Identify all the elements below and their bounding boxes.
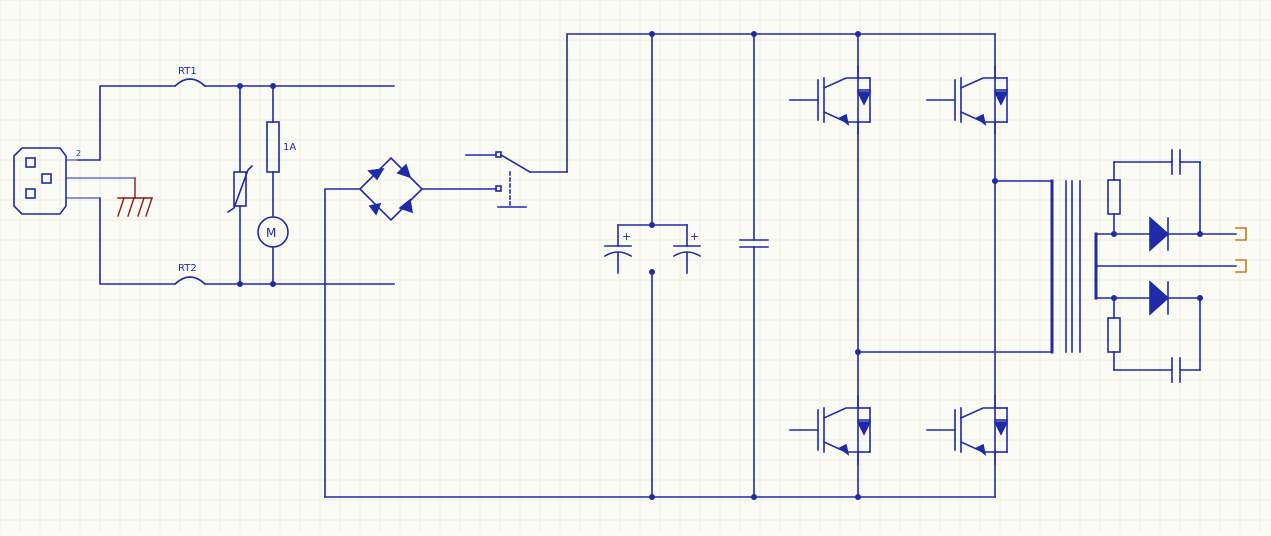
motor-fan [257,216,289,285]
junction-dot [751,494,757,500]
junction-dot [1111,295,1117,301]
wire-line-top [77,85,176,161]
bridge-rectifier [358,156,424,222]
connector-pin-label: 2 [76,149,81,158]
junction-dot [855,494,861,500]
wire-rectifier-in [324,188,361,498]
junction-dot [237,83,243,89]
snubber-top [1107,149,1201,235]
junction-dot [1111,231,1117,237]
fuse-rt2-label: RT2 [178,263,197,274]
ground-symbol [117,177,153,217]
igbt-q4 [926,395,1009,465]
ac-inlet-connector [13,147,136,215]
film-capacitor [739,33,769,498]
junction-dot [649,222,655,228]
wire-line-bottom [99,197,176,285]
junction-dot [751,31,757,37]
junction-dot [270,281,276,287]
junction-dot [649,494,655,500]
cap-plus-left: + [622,230,631,243]
motor-label: M [266,226,276,240]
fuse-1a-label: 1A [283,142,296,153]
varistor [226,85,254,285]
junction-dot [1197,231,1203,237]
fuse-rt1 [173,78,207,88]
wire-dc-bus-top [566,33,996,173]
junction-dot [649,269,655,275]
junction-dot [855,31,861,37]
igbt-q1 [789,65,872,135]
fuse-rt1-label: RT1 [178,66,197,77]
fuse-1a [266,85,280,217]
snubber-bottom [1107,297,1201,383]
transformer [1050,179,1098,354]
cap-plus-right: + [690,230,699,243]
bulk-capacitor-left [603,33,688,274]
junction-dot [237,281,243,287]
power-switch [465,151,568,208]
igbt-q2 [926,65,1009,135]
output-terminal-positive [1235,227,1247,241]
junction-dot [1197,295,1203,301]
junction-dot [855,349,861,355]
junction-dot [270,83,276,89]
junction-dot [992,178,998,184]
output-terminal-negative [1235,259,1247,273]
igbt-q3 [789,395,872,465]
bulk-capacitor-right [672,224,702,274]
output-diode-bottom [1113,280,1201,316]
output-diode-top [1113,216,1237,252]
fuse-rt2 [173,276,207,286]
junction-dot [649,31,655,37]
